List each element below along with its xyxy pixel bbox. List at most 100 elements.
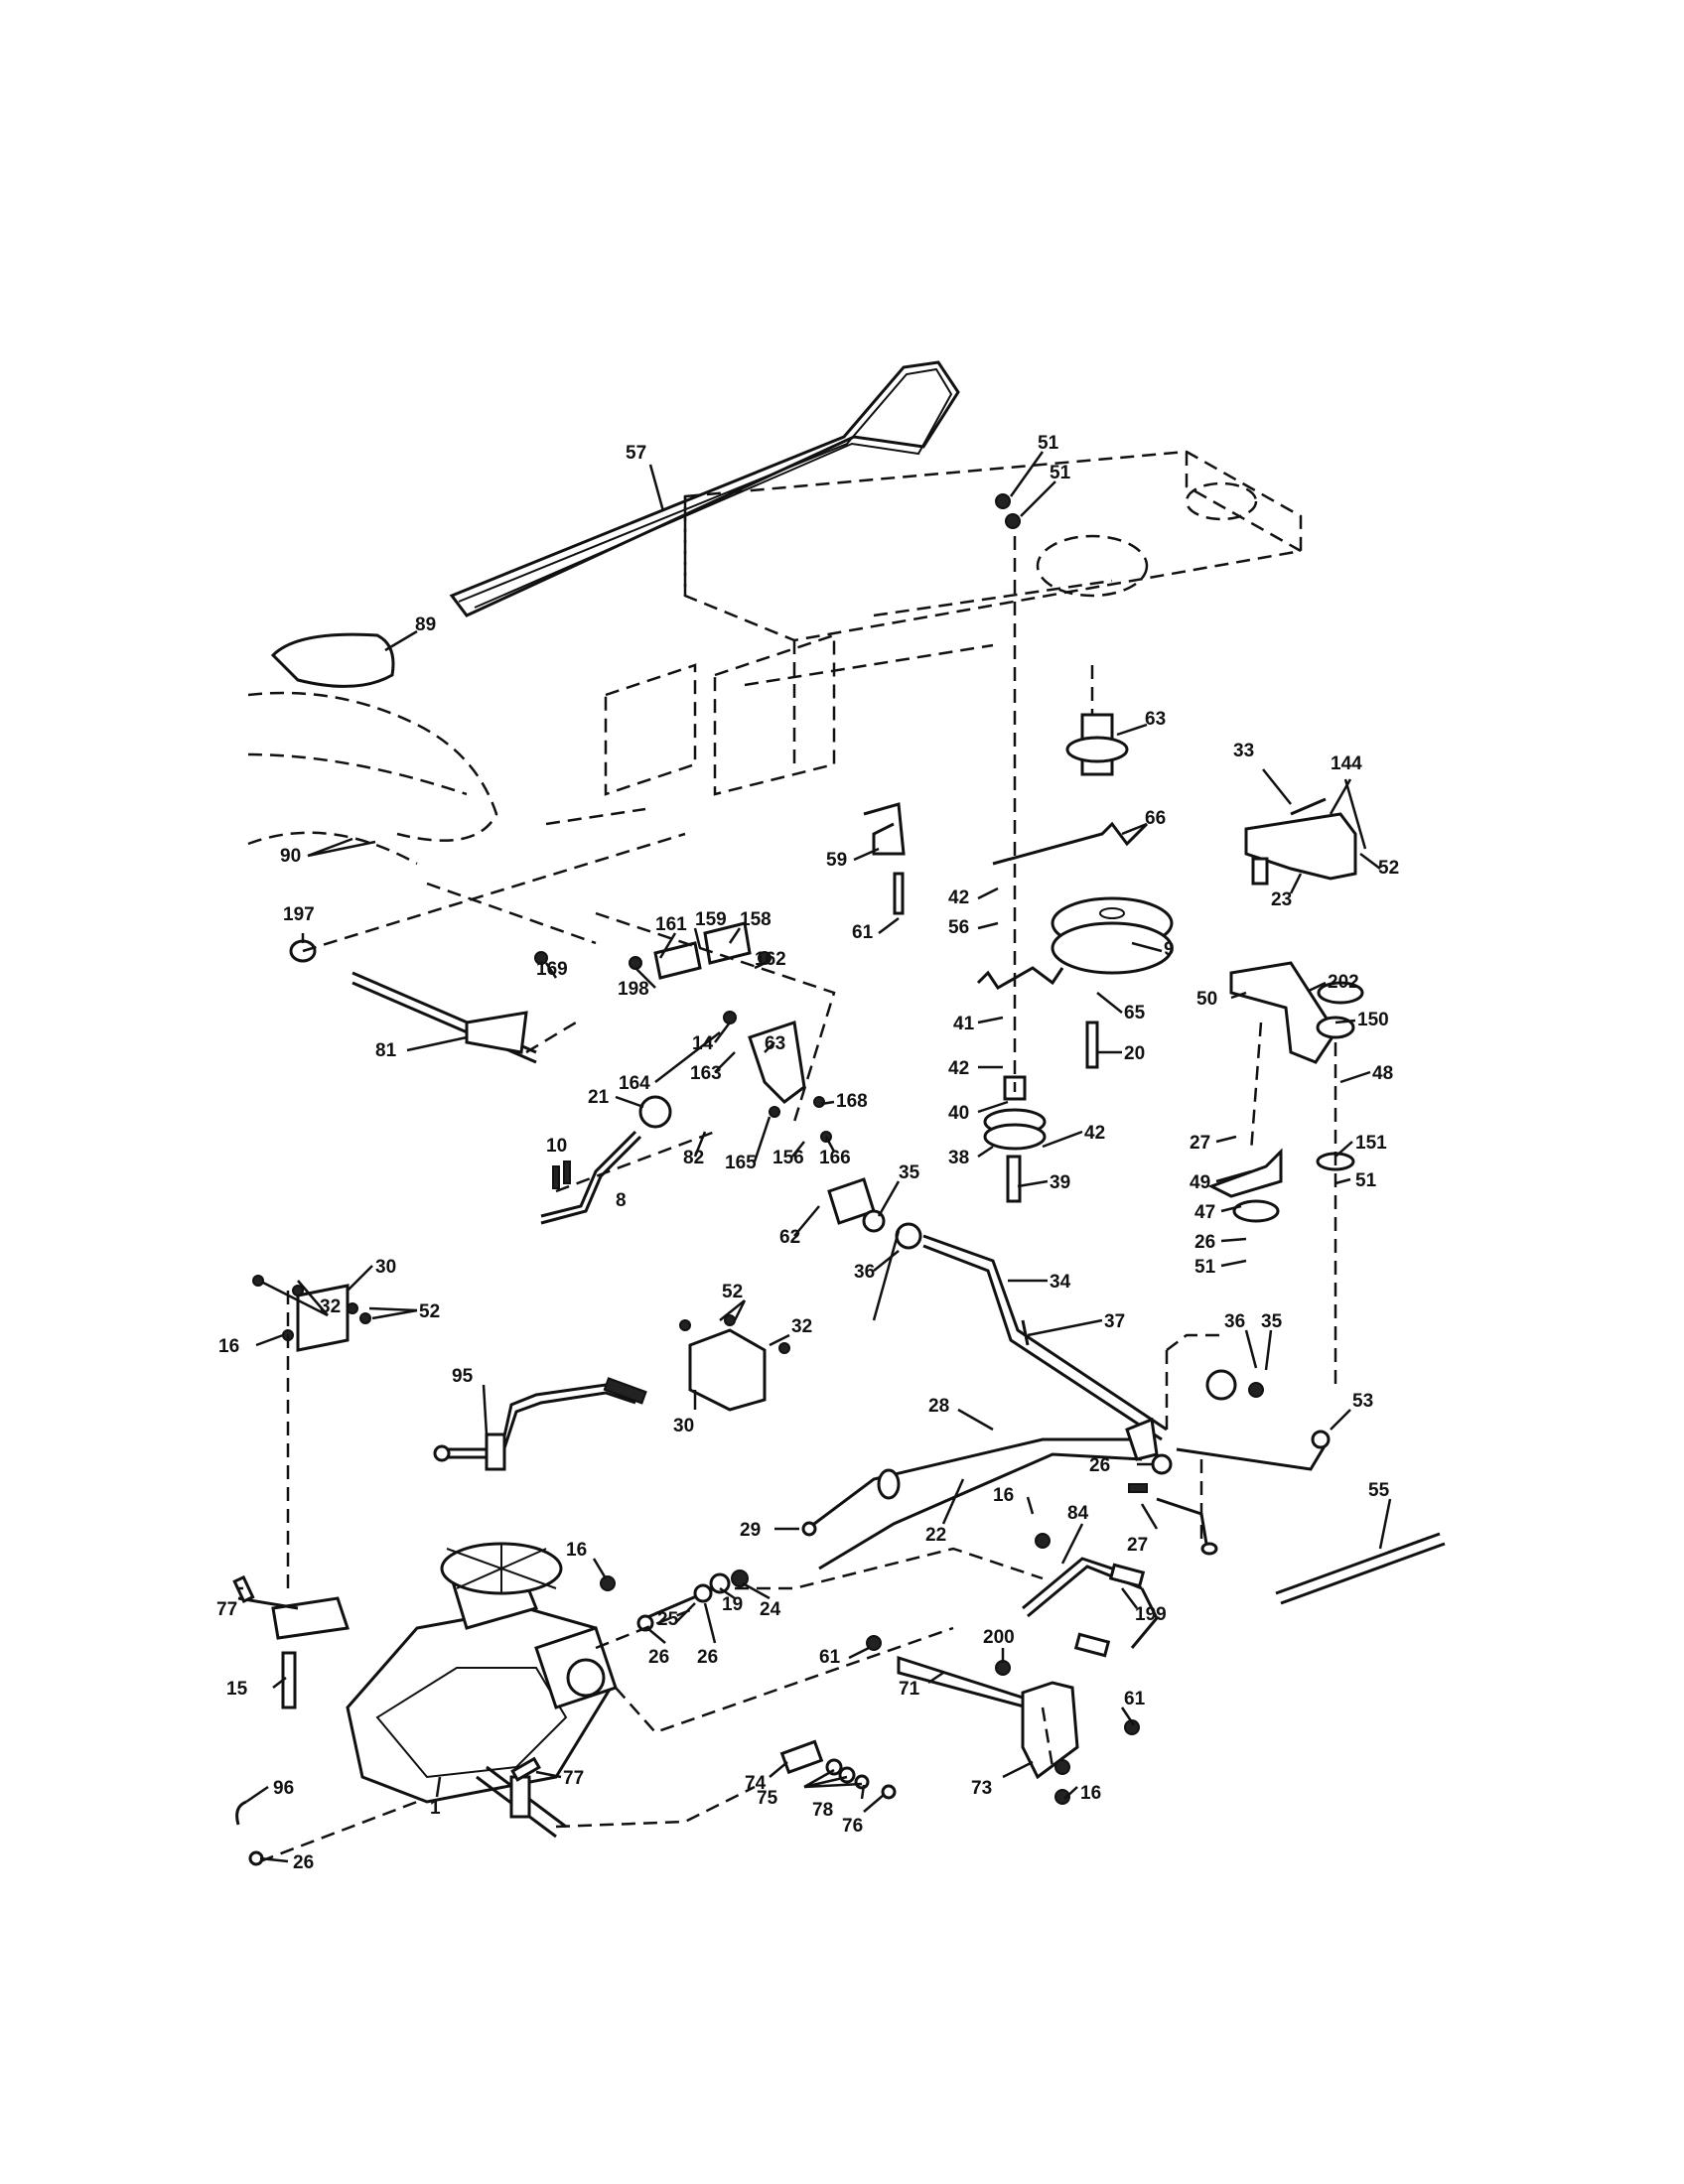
- drive-belt-57: [449, 360, 960, 617]
- callout-21: 21: [588, 1087, 610, 1108]
- callout-96: 96: [273, 1778, 294, 1799]
- callout-199: 199: [1135, 1604, 1167, 1625]
- callout-89: 89: [415, 614, 436, 635]
- callout-63: 63: [765, 1033, 785, 1054]
- callout-165: 165: [725, 1153, 757, 1173]
- callout-82: 82: [683, 1148, 704, 1168]
- callout-20: 20: [1124, 1043, 1145, 1064]
- callout-26: 26: [1089, 1455, 1110, 1476]
- callout-62: 62: [779, 1227, 800, 1248]
- callout-28: 28: [928, 1396, 949, 1417]
- callout-151: 151: [1355, 1133, 1387, 1154]
- callout-74: 74: [745, 1773, 767, 1794]
- callout-71: 71: [899, 1679, 920, 1700]
- callout-30: 30: [673, 1416, 694, 1436]
- callout-76: 76: [842, 1816, 863, 1837]
- pins-77: [232, 1574, 541, 1782]
- callout-26: 26: [648, 1647, 669, 1668]
- extension-spring-55: [1275, 1532, 1446, 1605]
- callout-84: 84: [1067, 1503, 1089, 1524]
- brake-rods-22-28: [801, 1417, 1218, 1570]
- callout-36: 36: [1224, 1311, 1245, 1332]
- callout-labels: 57 51 51 89 63 33 144 66 52 23 90 59 42 …: [216, 433, 1399, 1873]
- callout-202: 202: [1328, 972, 1359, 993]
- callout-75: 75: [757, 1788, 778, 1809]
- callout-156: 156: [772, 1148, 804, 1168]
- callout-166: 166: [819, 1148, 851, 1168]
- callout-53: 53: [1352, 1391, 1373, 1412]
- callout-77: 77: [216, 1599, 237, 1620]
- callout-150: 150: [1357, 1010, 1389, 1030]
- callout-77: 77: [563, 1768, 584, 1789]
- callout-161: 161: [655, 914, 687, 935]
- callout-25: 25: [657, 1609, 679, 1630]
- callout-19: 19: [722, 1594, 743, 1615]
- callout-42: 42: [948, 1058, 969, 1079]
- callout-169: 169: [536, 959, 568, 980]
- callout-55: 55: [1368, 1480, 1390, 1501]
- callout-51: 51: [1038, 433, 1059, 454]
- callout-51: 51: [1050, 463, 1071, 483]
- callout-24: 24: [760, 1599, 781, 1620]
- callout-66: 66: [1145, 808, 1166, 829]
- callout-30: 30: [375, 1257, 396, 1278]
- callout-61: 61: [852, 922, 874, 943]
- callout-52: 52: [1378, 858, 1399, 879]
- callout-81: 81: [375, 1040, 397, 1061]
- callout-15: 15: [226, 1679, 248, 1700]
- transaxle-1: [235, 1291, 756, 1866]
- callout-41: 41: [953, 1014, 975, 1034]
- callout-1: 1: [430, 1798, 441, 1819]
- frame-outline: [604, 450, 1303, 796]
- callout-168: 168: [836, 1091, 868, 1112]
- callout-27: 27: [1190, 1133, 1210, 1154]
- callout-78: 78: [812, 1800, 833, 1821]
- callout-57: 57: [626, 443, 646, 464]
- callout-163: 163: [690, 1063, 722, 1084]
- callout-38: 38: [948, 1148, 969, 1168]
- callout-32: 32: [320, 1297, 341, 1317]
- callout-9: 9: [1164, 939, 1175, 960]
- callout-39: 39: [1050, 1172, 1070, 1193]
- callout-51: 51: [1194, 1257, 1216, 1278]
- callout-37: 37: [1104, 1311, 1125, 1332]
- callout-10: 10: [546, 1136, 567, 1157]
- callout-162: 162: [755, 949, 786, 970]
- callout-14: 14: [692, 1033, 714, 1054]
- callout-52: 52: [419, 1301, 440, 1322]
- callout-164: 164: [619, 1073, 650, 1094]
- pto-clutch-assembly: [983, 493, 1174, 1203]
- bracket-23: [1244, 797, 1357, 886]
- callout-27: 27: [1127, 1535, 1148, 1556]
- callout-59: 59: [826, 850, 847, 871]
- callout-16: 16: [1080, 1783, 1101, 1804]
- mounting-bracket-30: [252, 1275, 790, 1412]
- callout-61: 61: [819, 1647, 841, 1668]
- fender-89: [247, 632, 646, 866]
- spacer-washers: [779, 1739, 897, 1800]
- cross-shaft-34: [827, 1177, 1331, 1471]
- bracket-59: [863, 802, 906, 915]
- callout-35: 35: [1261, 1311, 1283, 1332]
- callout-48: 48: [1372, 1063, 1393, 1084]
- callout-197: 197: [283, 904, 315, 925]
- callout-200: 200: [983, 1627, 1015, 1648]
- callout-49: 49: [1190, 1172, 1210, 1193]
- pedal-rod-95: [433, 1377, 647, 1471]
- callout-42: 42: [948, 887, 969, 908]
- callout-16: 16: [993, 1485, 1014, 1506]
- callout-42: 42: [1084, 1123, 1105, 1144]
- callout-34: 34: [1050, 1272, 1071, 1293]
- callout-16: 16: [218, 1336, 239, 1357]
- leader-lines: [238, 451, 1392, 1863]
- callout-144: 144: [1331, 753, 1362, 774]
- callout-22: 22: [925, 1525, 946, 1546]
- callout-32: 32: [791, 1316, 812, 1337]
- shift-lever-8: [540, 1095, 716, 1225]
- callout-16: 16: [566, 1540, 587, 1561]
- spring-25-hardware: [595, 1547, 1044, 1734]
- callout-198: 198: [618, 979, 649, 1000]
- callout-56: 56: [948, 917, 969, 938]
- callout-61: 61: [1124, 1689, 1146, 1709]
